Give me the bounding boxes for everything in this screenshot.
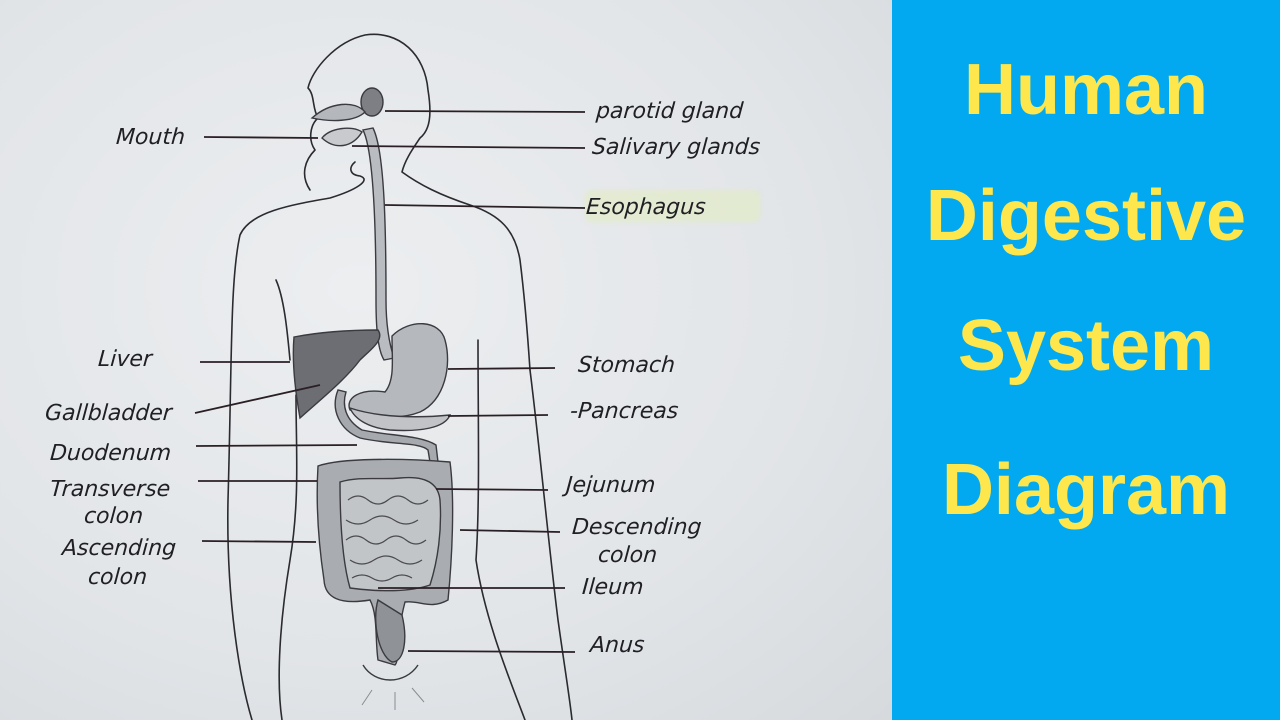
label-mouth: Mouth [115,125,186,150]
label-duodenum: Duodenum [49,441,173,466]
label-stomach: Stomach [577,353,676,378]
label-jejunum: Jejunum [565,473,657,498]
title-line-system: System [957,306,1215,386]
label-ascending-colon-line2: colon [87,565,148,590]
label-descending-colon-line2: colon [597,543,658,568]
title-line-digestive: Digestive [925,176,1247,256]
label-anus: Anus [589,633,646,658]
pointer-lines [194,110,586,653]
esophagus-highlight-mark [585,190,760,222]
title-line-diagram: Diagram [941,450,1231,530]
organs [292,87,454,710]
label-ileum: Ileum [581,575,645,600]
label-descending-colon-line1: Descending [571,515,703,540]
label-transverse-colon-line2: colon [83,504,144,529]
title-panel: Human Digestive System Diagram [892,0,1280,720]
label-pancreas: -Pancreas [569,399,680,424]
head-outline [303,33,531,371]
label-parotid-gland: parotid gland [595,99,745,124]
title-line-human: Human [963,50,1209,130]
label-ascending-colon-line1: Ascending [61,536,177,561]
label-liver: Liver [97,347,153,372]
label-salivary-glands: Salivary glands [591,135,762,160]
digestive-system-sketch [194,33,586,720]
neck-left [227,161,365,720]
label-transverse-colon-line1: Transverse [49,477,172,502]
label-esophagus: Esophagus [585,195,707,220]
label-gallbladder: Gallbladder [44,401,173,426]
